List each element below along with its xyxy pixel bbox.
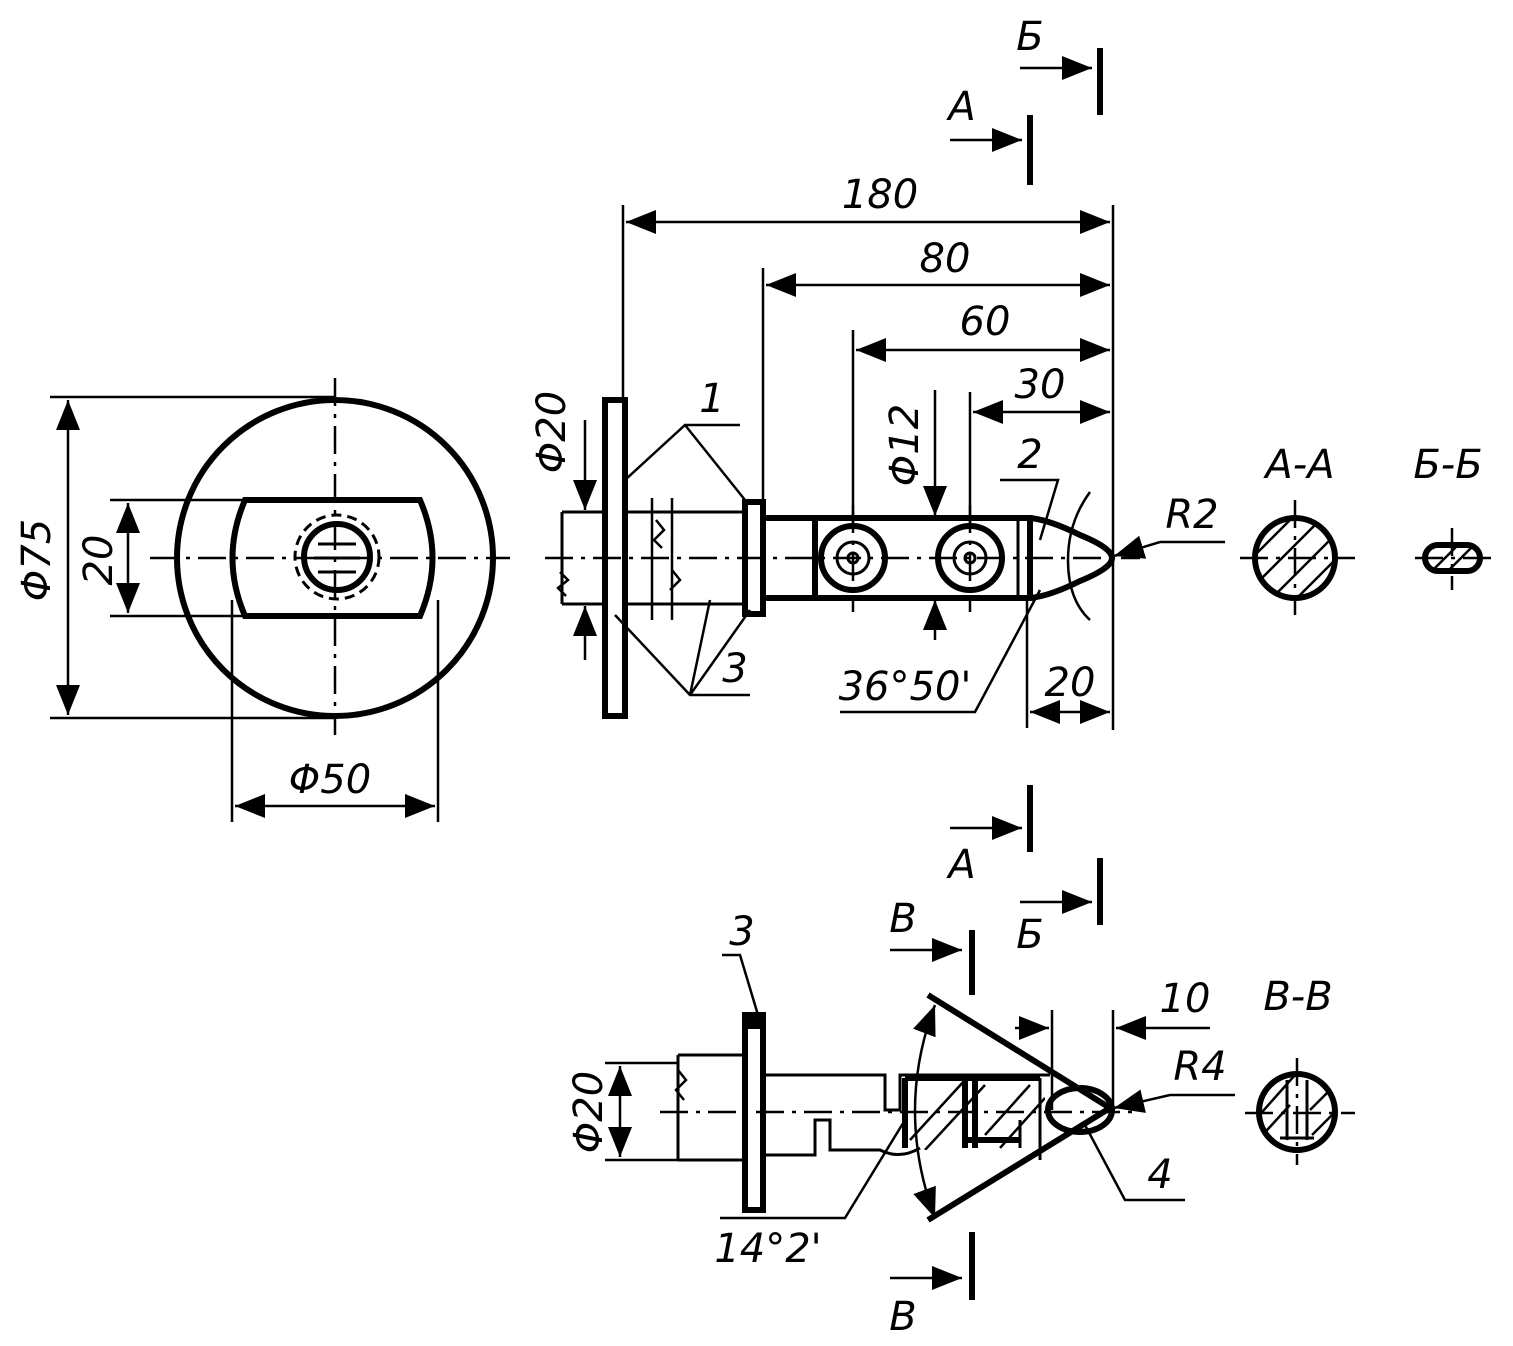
break-mark (674, 1069, 688, 1101)
break-mark (652, 519, 682, 591)
dim-phi12-label: Φ12 (882, 404, 928, 486)
hatch-line (1434, 544, 1459, 569)
cut-v-top-label: В (889, 896, 916, 942)
shaft (625, 510, 745, 606)
section-a-a: А-А (1240, 442, 1355, 615)
section-b-b: Б-Б (1413, 442, 1495, 590)
section-v-v: В-В (1245, 974, 1355, 1165)
dim-80-label: 80 (920, 236, 971, 282)
dim-60-label: 60 (960, 299, 1011, 345)
hatch-line (1274, 544, 1335, 598)
angle-leader (840, 589, 1042, 714)
side-view-top: 180 80 60 30 20 Φ20 Φ12 36°50' R2 1 2 (529, 172, 1225, 730)
part-4-leader (1083, 1124, 1185, 1202)
part-3-bottom-label: 3 (729, 909, 754, 955)
cut-a-bottom-label: А (945, 842, 975, 888)
hatch-line (1309, 1079, 1335, 1111)
part-4-label: 4 (1147, 1152, 1172, 1198)
cut-a-top-label: А (945, 84, 975, 130)
section-v-v-circle (1256, 1071, 1338, 1153)
part-2-leader (1000, 478, 1060, 541)
cut-b-top-label: Б (1016, 14, 1043, 60)
section-a-a-label: А-А (1262, 442, 1334, 488)
part-3-bottom-leader (722, 953, 760, 1016)
flat-slot (229, 497, 436, 619)
hatch-line (1255, 518, 1321, 571)
flange-cap (745, 1015, 763, 1029)
hatch-line (909, 1079, 966, 1141)
hatch-line (1447, 546, 1473, 572)
part-1-label: 1 (699, 376, 724, 422)
cut-b-bottom-label: Б (1016, 912, 1043, 958)
dim-20-left-label: 20 (76, 535, 122, 586)
dim-180-label: 180 (842, 172, 918, 218)
dim-phi20-top-label: Φ20 (529, 391, 575, 473)
part-1-leader (624, 423, 746, 501)
angle-arc (1066, 491, 1092, 621)
hatch-line (1311, 1104, 1335, 1136)
part-2-label: 2 (1017, 432, 1042, 478)
angle-leader (720, 1119, 907, 1220)
angle-top-label: 36°50' (839, 664, 972, 710)
r2-label: R2 (1165, 492, 1218, 538)
angle-arc (913, 1004, 937, 1219)
dim-phi75-label: Φ75 (14, 519, 60, 601)
cut-markers: Б А А Б В В (889, 14, 1103, 1340)
r4-arrow (1113, 1089, 1171, 1113)
section-slot (1280, 1080, 1314, 1140)
r4-label: R4 (1173, 1044, 1226, 1090)
angle-bottom-label: 14°2' (714, 1226, 821, 1272)
dim-phi50-label: Φ50 (289, 757, 371, 803)
cut-v-bottom-label: В (889, 1294, 916, 1340)
break-mark (556, 571, 570, 597)
dim-20-right-label: 20 (1045, 660, 1096, 706)
dim-phi20-bottom-label: Φ20 (566, 1071, 612, 1153)
section-a-a-circle (1252, 515, 1338, 601)
dim-30-label: 30 (1015, 362, 1066, 408)
side-view-bottom: 14°2' Φ20 10 R4 3 4 (566, 909, 1235, 1272)
section-b-b-label: Б-Б (1413, 442, 1482, 488)
section-v-v-label: В-В (1263, 974, 1332, 1020)
left-end-view: Φ75 20 Φ50 (14, 378, 510, 822)
r2-arrow (1113, 535, 1161, 559)
part-3-leader (614, 599, 752, 697)
hatch-line (984, 1084, 1031, 1136)
section-b-b-shape (1422, 542, 1483, 574)
shaft-bottom (763, 1118, 921, 1157)
stub (676, 1053, 745, 1162)
dim-10-label: 10 (1160, 976, 1211, 1022)
insert-outline (1018, 1078, 1042, 1160)
part-3-top-label: 3 (722, 646, 747, 692)
